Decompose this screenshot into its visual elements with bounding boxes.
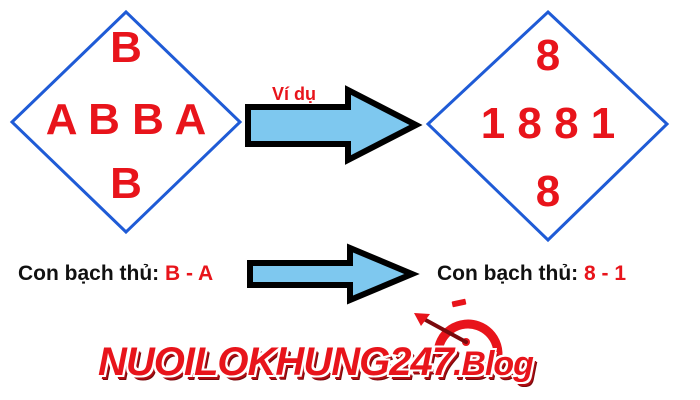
caption-arrow bbox=[247, 243, 420, 305]
site-logo: NUOILOKHUNG247.Blog bbox=[98, 340, 534, 386]
right-diamond bbox=[425, 9, 670, 243]
caption-right-prefix: Con bạch thủ: bbox=[437, 262, 579, 285]
caption-left-value: B - A bbox=[165, 262, 214, 285]
right-diamond-middle-row: 1 8 8 1 bbox=[480, 99, 616, 148]
caption-right-value: 8 - 1 bbox=[584, 262, 627, 285]
left-diamond-middle-row: A B B A bbox=[45, 95, 207, 144]
caption-right: Con bạch thủ: 8 - 1 bbox=[437, 262, 626, 286]
site-logo-tld: .Blog bbox=[452, 345, 534, 383]
example-label: Ví dụ bbox=[272, 84, 316, 104]
logo-gauge-icon bbox=[414, 298, 503, 377]
right-diamond-bottom-digit: 8 bbox=[535, 167, 561, 216]
left-diamond-top-letter: B bbox=[110, 23, 142, 72]
caption-left: Con bạch thủ: B - A bbox=[18, 262, 213, 286]
left-diamond-bottom-letter: B bbox=[110, 159, 142, 208]
right-diamond-top-digit: 8 bbox=[535, 31, 561, 80]
left-diamond bbox=[9, 9, 243, 235]
caption-left-prefix: Con bạch thủ: bbox=[18, 262, 160, 285]
site-logo-main: NUOILOKHUNG247 bbox=[98, 340, 454, 384]
example-arrow bbox=[245, 85, 423, 165]
